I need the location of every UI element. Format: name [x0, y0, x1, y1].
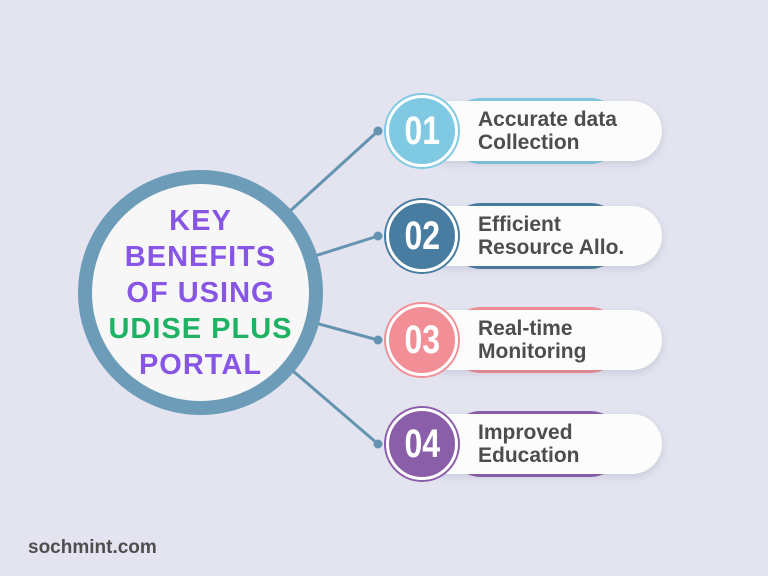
title-line-1: KEY [169, 204, 232, 237]
number-badge: 01 [386, 95, 458, 167]
benefit-label-line-1: Efficient [478, 213, 561, 236]
central-title-circle: KEY BENEFITS OF USING UDISE PLUS PORTAL [78, 170, 323, 415]
benefit-label: Improved Education [478, 414, 662, 474]
number-badge: 03 [386, 304, 458, 376]
benefit-label: Accurate data Collection [478, 101, 662, 161]
label-pill [420, 414, 662, 474]
brand-watermark: sochmint.com [28, 537, 157, 558]
benefit-label: Efficient Resource Allo. [478, 206, 662, 266]
benefit-label-line-1: Real-time [478, 317, 573, 340]
benefit-label-line-2: Collection [478, 131, 580, 154]
number-badge: 02 [386, 200, 458, 272]
benefit-item-1: Accurate data Collection 01 [380, 92, 680, 170]
number-text: 03 [404, 318, 440, 362]
benefit-label-line-1: Improved [478, 421, 573, 444]
label-pill [420, 101, 662, 161]
number-text: 04 [404, 422, 440, 466]
benefit-label-line-2: Monitoring [478, 340, 587, 363]
benefit-item-3: Real-time Monitoring 03 [380, 301, 680, 379]
benefit-label-line-1: Accurate data [478, 108, 617, 131]
title-line-2: BENEFITS [124, 240, 277, 273]
benefit-label-line-2: Resource Allo. [478, 236, 625, 259]
number-badge: 04 [386, 408, 458, 480]
number-text: 01 [404, 109, 440, 153]
label-pill [420, 310, 662, 370]
title-line-3: OF USING [126, 276, 275, 309]
benefit-label-line-2: Education [478, 444, 580, 467]
title-line-4: UDISE PLUS [108, 312, 293, 345]
number-text: 02 [404, 214, 440, 258]
benefit-item-2: Efficient Resource Allo. 02 [380, 197, 680, 275]
benefit-label: Real-time Monitoring [478, 310, 662, 370]
benefit-item-4: Improved Education 04 [380, 405, 680, 483]
title-line-5: PORTAL [138, 348, 263, 381]
label-pill [420, 206, 662, 266]
